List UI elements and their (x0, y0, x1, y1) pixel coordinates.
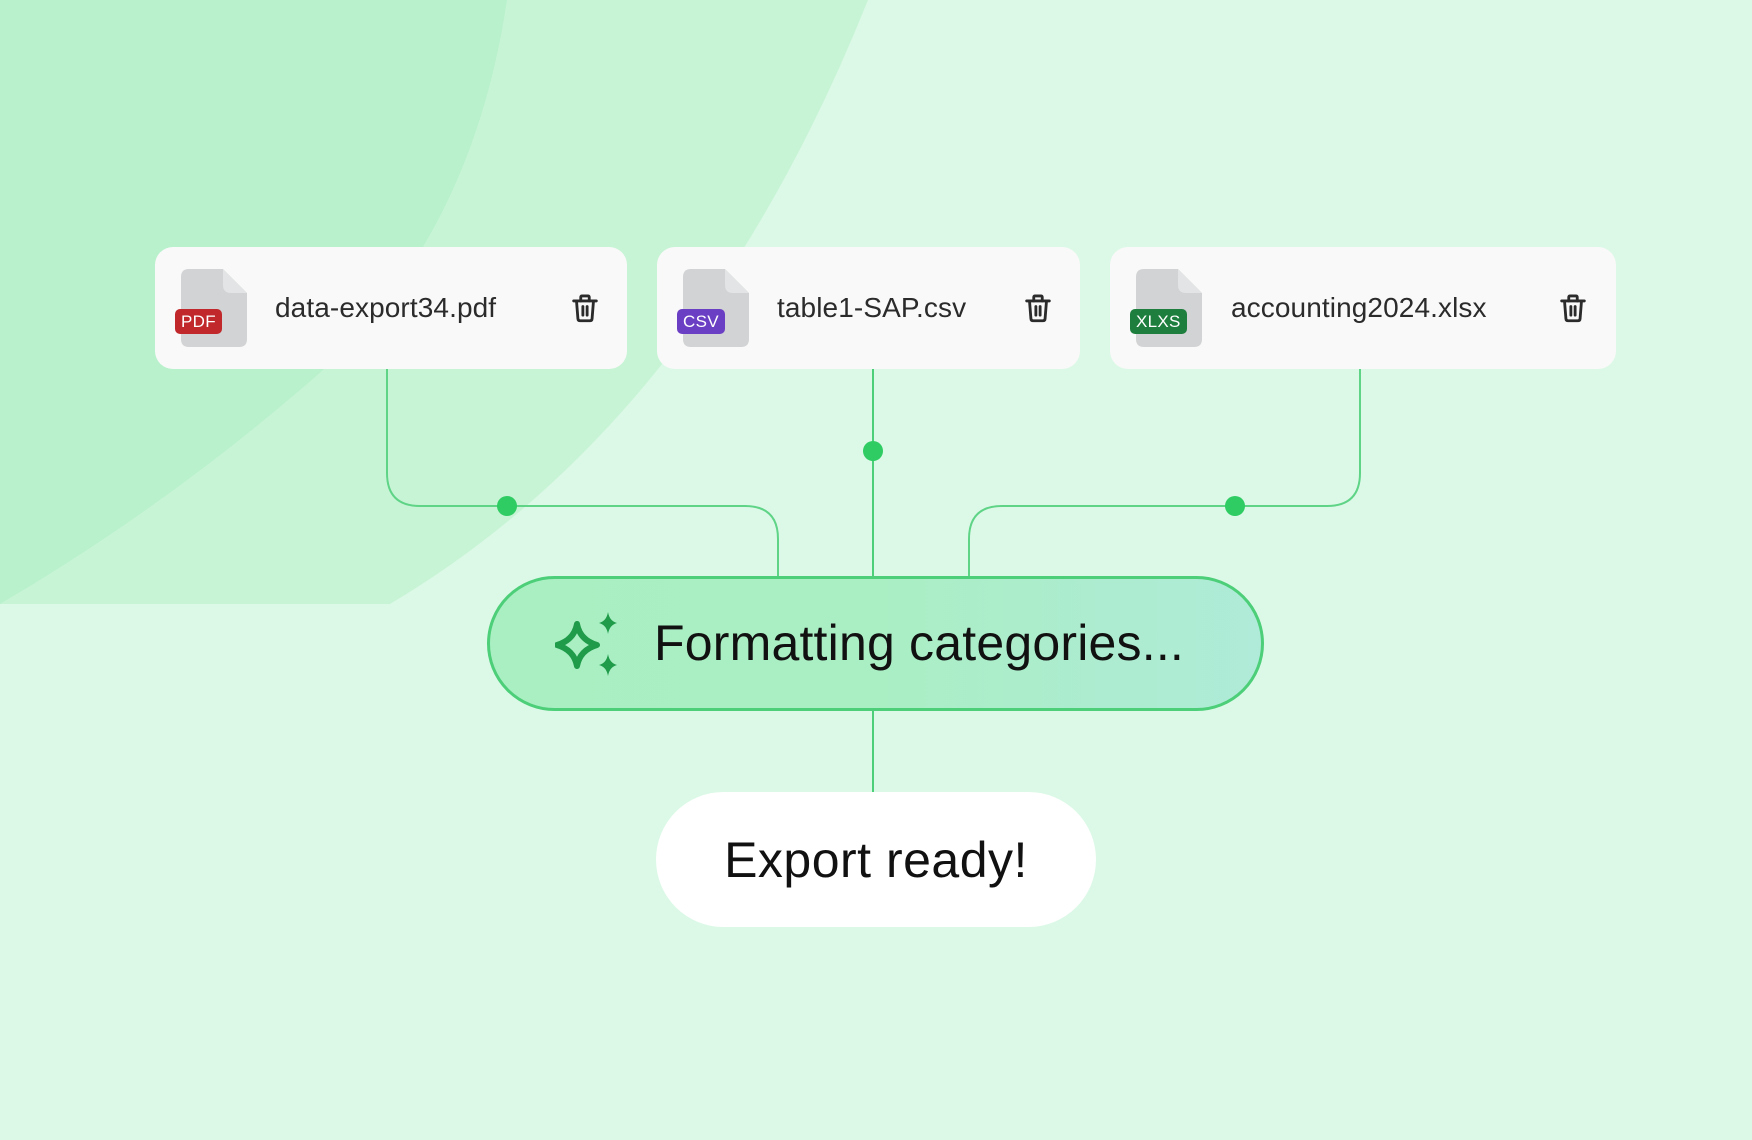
file-name: table1-SAP.csv (777, 292, 967, 323)
status-label: Formatting categories... (654, 615, 1185, 671)
file-card-csv: CSV table1-SAP.csv (657, 247, 1080, 369)
file-card-pdf: PDF data-export34.pdf (155, 247, 627, 369)
connector-dot (863, 441, 883, 461)
connector-dot (1225, 496, 1245, 516)
processing-status-pill: Formatting categories... (487, 576, 1264, 711)
export-ready-pill: Export ready! (656, 792, 1096, 927)
file-xlsx-icon: XLXS (1130, 269, 1202, 347)
file-card-xlsx: XLXS accounting2024.xlsx (1110, 247, 1616, 369)
file-csv-icon: CSV (677, 269, 749, 347)
trash-icon[interactable] (1556, 291, 1590, 325)
result-label: Export ready! (724, 831, 1028, 888)
sparkle-icon (554, 610, 621, 680)
trash-icon[interactable] (1021, 291, 1055, 325)
file-pdf-icon: PDF (175, 269, 247, 347)
connector-dot (497, 496, 517, 516)
file-type-badge: PDF (175, 309, 222, 334)
file-type-badge: XLXS (1130, 309, 1187, 334)
file-name: accounting2024.xlsx (1231, 292, 1487, 323)
trash-icon[interactable] (568, 291, 602, 325)
file-type-badge: CSV (677, 309, 725, 334)
file-name: data-export34.pdf (275, 292, 497, 323)
